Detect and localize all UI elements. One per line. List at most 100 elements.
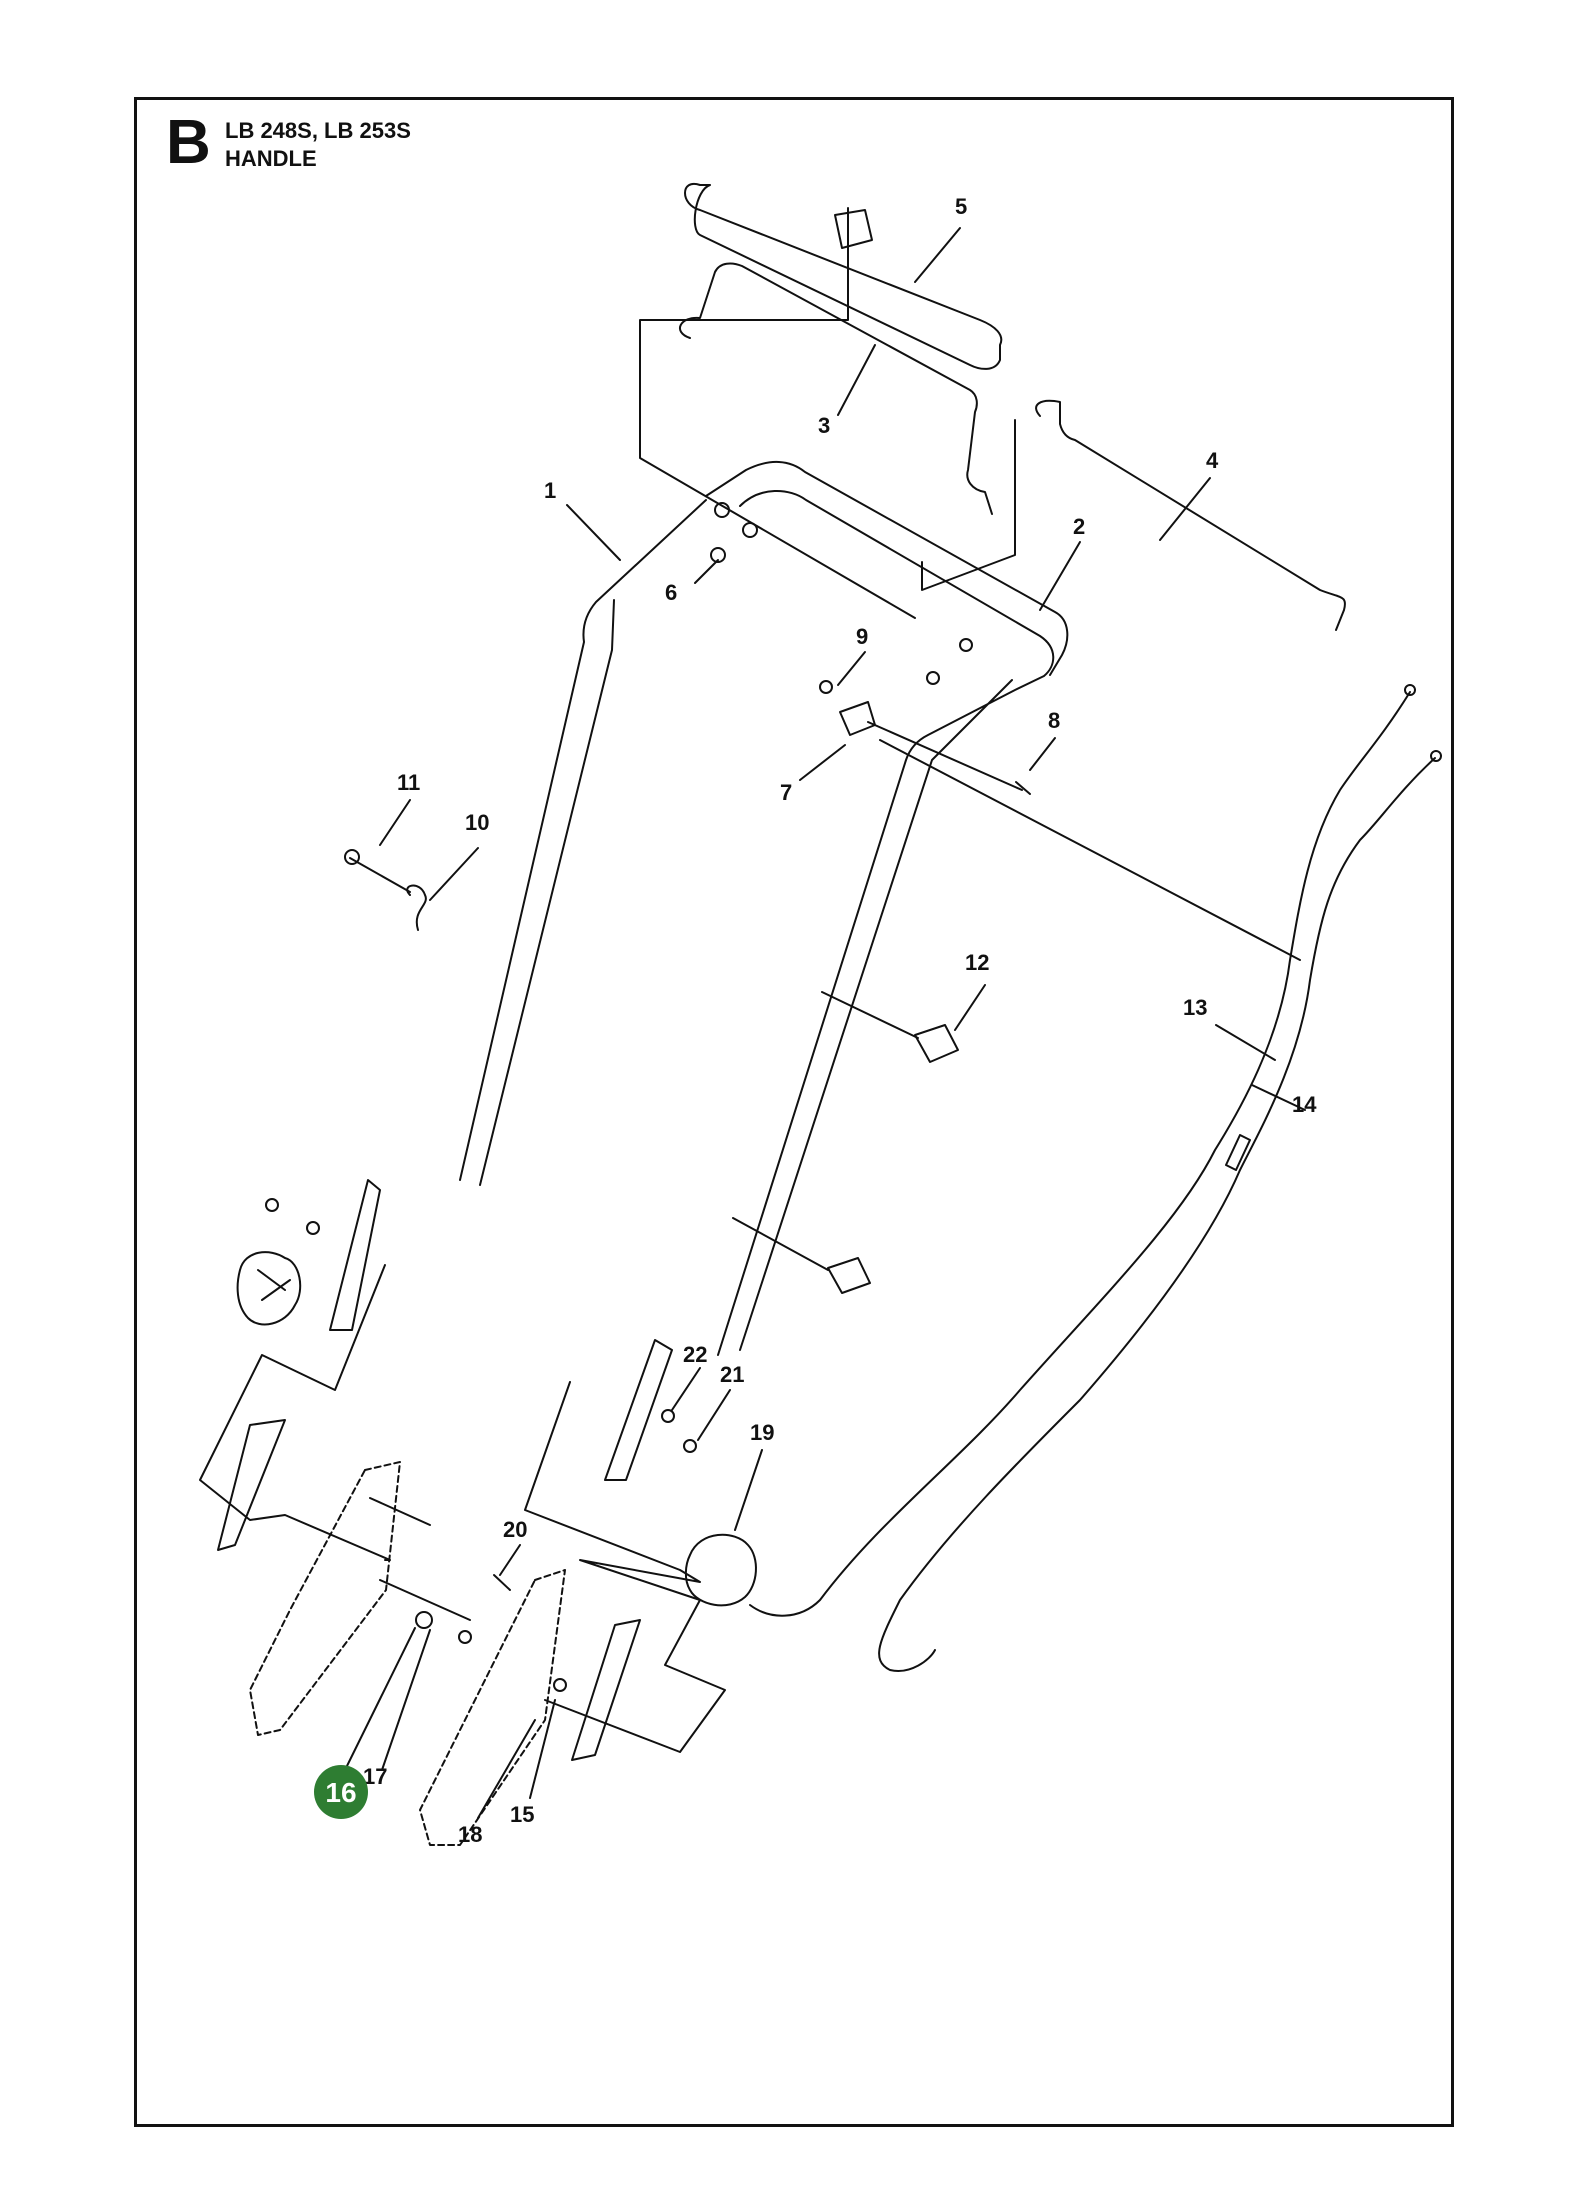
part-label-2: 2 xyxy=(1073,514,1085,539)
handle-grip xyxy=(684,182,1003,370)
cable-end-b xyxy=(1430,750,1442,762)
leader-20 xyxy=(499,1544,521,1576)
nut-left xyxy=(265,1198,279,1212)
section-letter: B xyxy=(166,108,211,177)
nut-21 xyxy=(683,1439,697,1453)
bracket-box-right xyxy=(524,1381,726,1753)
leader-15 xyxy=(529,1699,556,1799)
leader-22 xyxy=(671,1367,701,1411)
leader-16 xyxy=(344,1627,416,1771)
cable-clip-12a xyxy=(914,1024,959,1063)
leader-6 xyxy=(694,559,719,584)
nut-b xyxy=(959,638,973,652)
nut-6a xyxy=(714,502,730,518)
leader-12 xyxy=(954,984,986,1031)
leader-1 xyxy=(566,504,621,561)
part-label-22: 22 xyxy=(683,1342,707,1367)
plate-right xyxy=(571,1619,641,1761)
plate-left xyxy=(217,1419,286,1551)
bracket-box-left xyxy=(199,1264,391,1561)
part-label-21: 21 xyxy=(720,1362,744,1387)
washer-16 xyxy=(458,1630,472,1644)
part-label-15: 15 xyxy=(510,1802,534,1827)
assembly-name: HANDLE xyxy=(225,145,317,171)
nut-15 xyxy=(553,1678,567,1692)
part-label-13: 13 xyxy=(1183,995,1207,1020)
part-label-6: 6 xyxy=(665,580,677,605)
title-block: LB 248S, LB 253S HANDLE xyxy=(225,117,411,172)
part-label-16: 16 xyxy=(325,1777,356,1808)
screw-11-head xyxy=(344,849,360,865)
nut-a xyxy=(926,671,940,685)
part-label-14: 14 xyxy=(1292,1092,1317,1117)
cable-14 xyxy=(878,757,1436,1672)
bracket-dashed-right xyxy=(419,1569,566,1846)
leader-13 xyxy=(1215,1024,1276,1061)
leader-11 xyxy=(379,799,411,846)
part-label-10: 10 xyxy=(465,810,489,835)
part-label-20: 20 xyxy=(503,1517,527,1542)
part-label-1: 1 xyxy=(544,478,556,503)
model-line: LB 248S, LB 253S xyxy=(225,118,411,143)
leader-10 xyxy=(429,847,479,901)
highlighted-part-marker[interactable]: 16 xyxy=(314,1765,368,1819)
leader-3 xyxy=(837,344,876,416)
washer-left xyxy=(306,1221,320,1235)
nut-6c xyxy=(710,547,726,563)
leader-18 xyxy=(477,1719,536,1819)
side-wire xyxy=(1035,399,1346,631)
lower-tube-right xyxy=(604,1339,673,1481)
leader-21 xyxy=(697,1389,731,1441)
leader-8 xyxy=(1029,737,1056,771)
clamp-7 xyxy=(839,701,876,736)
nut-9 xyxy=(819,680,833,694)
part-label-4: 4 xyxy=(1206,448,1219,473)
knob-right xyxy=(684,1533,757,1607)
leader-14 xyxy=(1251,1084,1306,1111)
part-label-19: 19 xyxy=(750,1420,774,1445)
part-labels: 1 2 3 4 5 6 7 8 9 10 11 12 13 14 15 17 1… xyxy=(363,194,1317,1847)
part-label-18: 18 xyxy=(458,1822,482,1847)
leader-17 xyxy=(381,1629,431,1771)
leader-9 xyxy=(837,651,866,686)
leader-7 xyxy=(799,744,846,781)
cable-coupler xyxy=(1225,1134,1251,1171)
nut-6b xyxy=(742,522,758,538)
explosion-box-top xyxy=(639,207,1016,619)
part-label-11: 11 xyxy=(397,770,420,795)
lower-tube-left xyxy=(329,1179,381,1331)
cross-rod xyxy=(879,739,1301,961)
cable-end-a xyxy=(1404,684,1416,696)
screw-11 xyxy=(349,857,411,893)
washer-22 xyxy=(661,1409,675,1423)
bail-wire xyxy=(679,262,993,515)
knob-left-detail xyxy=(257,1269,291,1301)
leader-2 xyxy=(1039,541,1081,611)
bolt-line-left xyxy=(369,1497,471,1621)
upper-handle-right xyxy=(717,489,1055,1356)
bolt-20 xyxy=(493,1574,511,1591)
highlight-badge[interactable] xyxy=(314,1765,368,1819)
part-label-7: 7 xyxy=(780,780,792,805)
bracket-dashed-left xyxy=(249,1461,401,1736)
part-label-9: 9 xyxy=(856,624,868,649)
leader-4 xyxy=(1159,477,1211,541)
screw-8 xyxy=(867,721,1031,795)
upper-handle-left xyxy=(459,460,1069,1186)
part-label-8: 8 xyxy=(1048,708,1060,733)
spring-10 xyxy=(406,884,427,931)
washer-17 xyxy=(415,1611,433,1629)
grip-switch xyxy=(834,209,873,249)
leader-19 xyxy=(734,1449,763,1531)
part-label-3: 3 xyxy=(818,413,830,438)
part-label-5: 5 xyxy=(955,194,967,219)
cable-clip-12b xyxy=(827,1257,871,1294)
part-label-17: 17 xyxy=(363,1764,387,1789)
leader-5 xyxy=(914,227,961,283)
part-label-12: 12 xyxy=(965,950,989,975)
cable-13 xyxy=(749,691,1411,1617)
knob-left xyxy=(236,1251,302,1326)
diagram-frame xyxy=(134,97,1454,2127)
clip-lines xyxy=(732,991,919,1271)
